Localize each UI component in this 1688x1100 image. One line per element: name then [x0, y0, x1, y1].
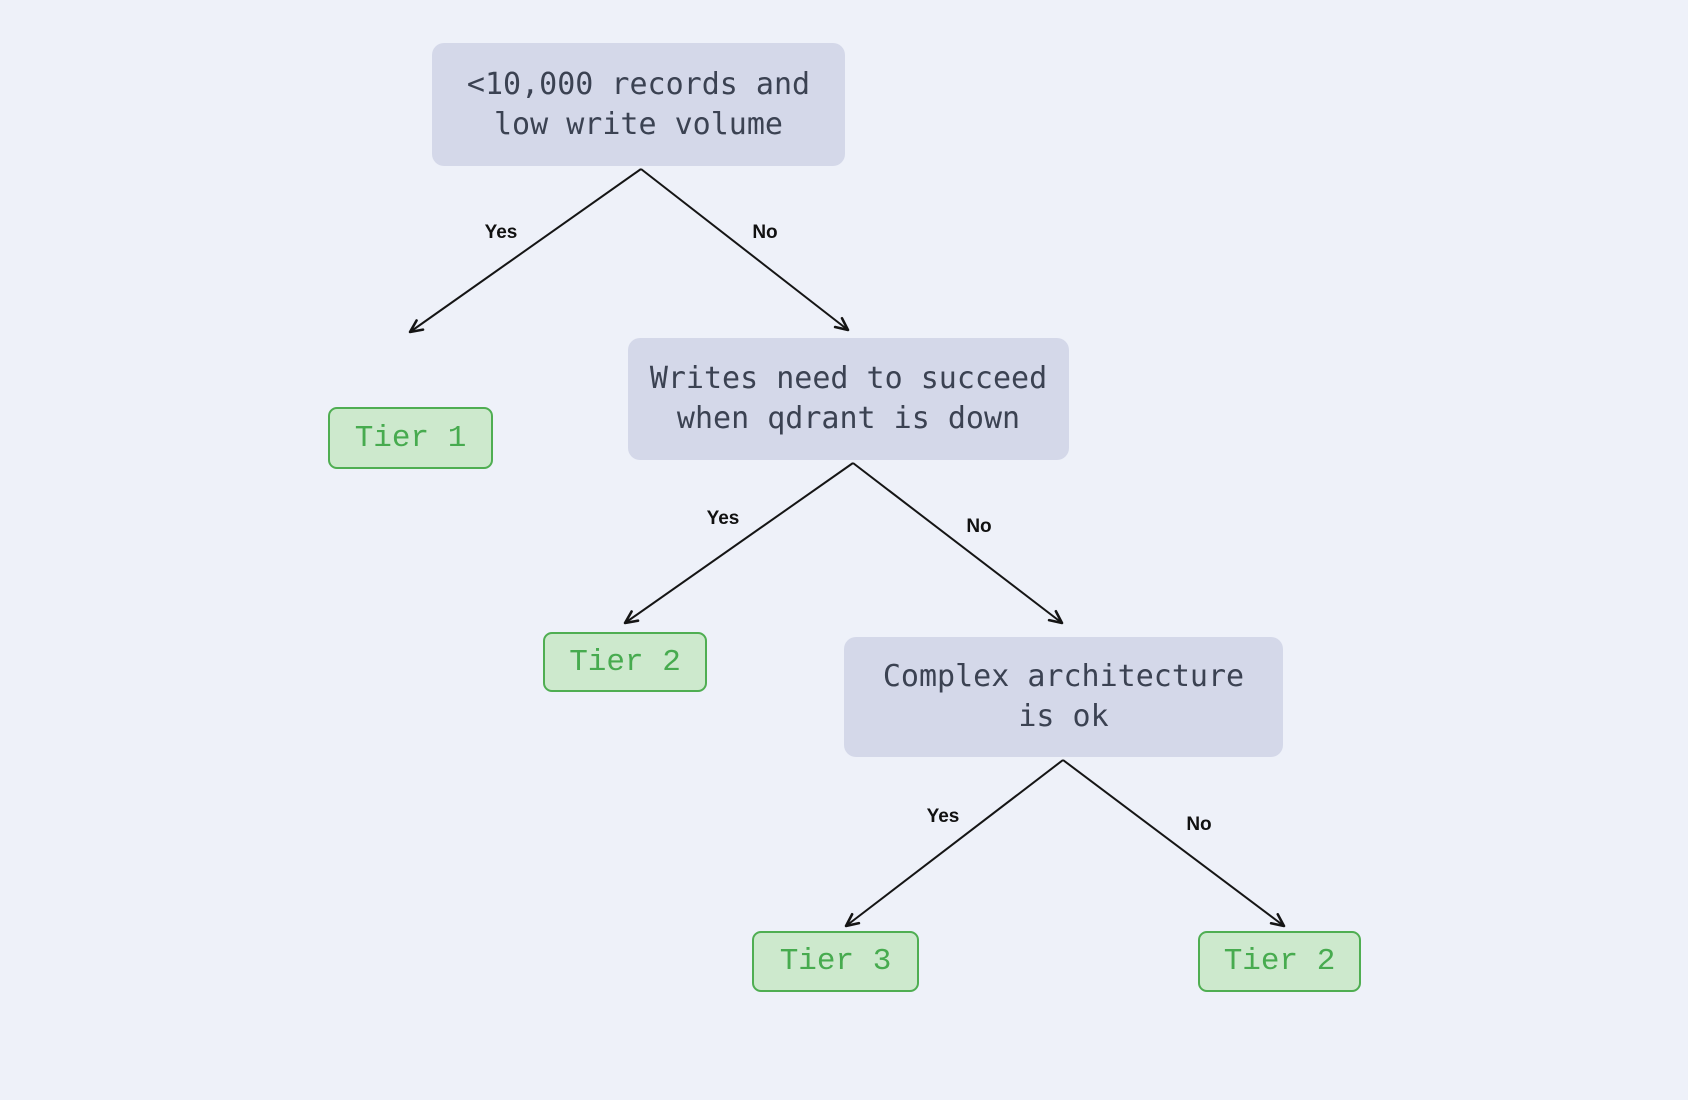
- decision-node-text-line: <10,000 records and: [466, 66, 811, 102]
- outcome-node-tier-2-right: Tier 2: [1198, 931, 1361, 992]
- edge-root-no: [640, 168, 850, 332]
- outcome-node-tier-3: Tier 3: [752, 931, 919, 992]
- edge-writes-no: [852, 462, 1064, 625]
- decision-node-text-line: when qdrant is down: [676, 401, 1021, 436]
- edge-label-yes: Yes: [706, 508, 740, 529]
- decision-node-text-line: low write volume: [494, 106, 783, 142]
- outcome-node-label: Tier 1: [354, 420, 467, 456]
- edge-root-yes: [408, 168, 642, 334]
- edge-label-no: No: [1186, 814, 1212, 835]
- decision-node-complex-architecture: Complex architecture is ok: [844, 637, 1283, 757]
- decision-node-records-volume: <10,000 records and low write volume: [432, 43, 845, 166]
- decision-node-writes-succeed: Writes need to succeed when qdrant is do…: [628, 338, 1069, 460]
- outcome-node-tier-2: Tier 2: [543, 632, 707, 692]
- outcome-node-label: Tier 3: [779, 944, 892, 979]
- edge-label-no: No: [966, 516, 992, 537]
- edge-label-no: No: [752, 222, 778, 243]
- outcome-node-label: Tier 2: [1223, 944, 1336, 979]
- decision-node-text-line: Writes need to succeed: [649, 361, 1048, 396]
- outcome-node-tier-1: Tier 1: [328, 407, 493, 469]
- edge-label-yes: Yes: [926, 806, 960, 827]
- outcome-node-label: Tier 2: [569, 644, 681, 680]
- decision-node-text-line: Complex architecture: [882, 659, 1245, 694]
- edge-complex-yes: [844, 759, 1064, 928]
- edge-complex-no: [1062, 759, 1286, 928]
- edge-label-yes: Yes: [484, 222, 518, 243]
- decision-node-text-line: is ok: [1018, 699, 1109, 734]
- edge-writes-yes: [623, 462, 854, 625]
